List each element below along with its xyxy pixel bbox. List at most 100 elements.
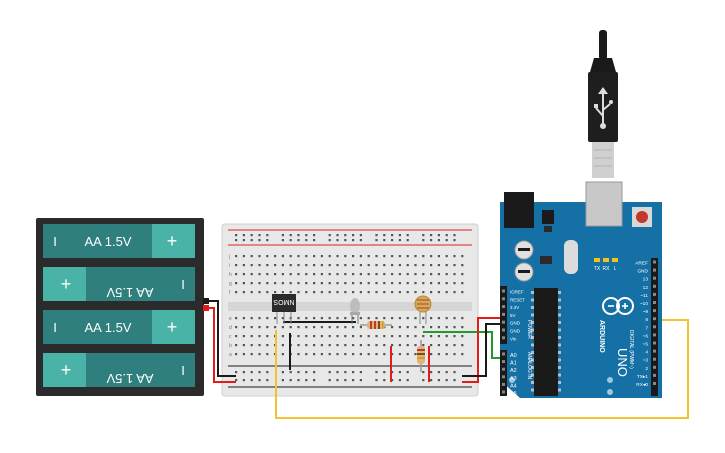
terminal-hole[interactable]: [266, 353, 269, 356]
battery-pack[interactable]: I AA 1.5V + + AA 1.5V I I AA 1.5V + + AA…: [36, 218, 209, 396]
terminal-hole[interactable]: [274, 326, 277, 329]
terminal-hole[interactable]: [461, 326, 464, 329]
terminal-hole[interactable]: [328, 335, 331, 338]
terminal-hole[interactable]: [453, 335, 456, 338]
rail-hole[interactable]: [235, 371, 238, 374]
terminal-hole[interactable]: [383, 282, 386, 285]
rail-hole[interactable]: [352, 371, 355, 374]
terminal-hole[interactable]: [406, 335, 409, 338]
rail-hole[interactable]: [406, 371, 409, 374]
rail-hole[interactable]: [391, 371, 394, 374]
terminal-hole[interactable]: [266, 344, 269, 347]
rail-hole[interactable]: [258, 379, 261, 382]
terminal-hole[interactable]: [461, 273, 464, 276]
rail-hole[interactable]: [398, 239, 401, 242]
terminal-hole[interactable]: [414, 273, 417, 276]
rail-hole[interactable]: [430, 371, 433, 374]
rail-hole[interactable]: [305, 371, 308, 374]
terminal-hole[interactable]: [336, 344, 339, 347]
terminal-hole[interactable]: [266, 335, 269, 338]
terminal-hole[interactable]: [398, 282, 401, 285]
terminal-hole[interactable]: [242, 255, 245, 258]
terminal-hole[interactable]: [445, 317, 448, 320]
terminal-hole[interactable]: [305, 273, 308, 276]
terminal-hole[interactable]: [383, 291, 386, 294]
battery-terminal-positive[interactable]: [203, 305, 209, 311]
terminal-hole[interactable]: [305, 317, 308, 320]
rail-hole[interactable]: [445, 379, 448, 382]
rail-hole[interactable]: [266, 379, 269, 382]
header-pin[interactable]: [502, 336, 505, 340]
terminal-hole[interactable]: [242, 317, 245, 320]
terminal-hole[interactable]: [359, 344, 362, 347]
rail-hole[interactable]: [383, 234, 386, 237]
rail-hole[interactable]: [297, 234, 300, 237]
terminal-hole[interactable]: [258, 353, 261, 356]
rail-hole[interactable]: [313, 371, 316, 374]
terminal-hole[interactable]: [453, 264, 456, 267]
terminal-hole[interactable]: [235, 264, 238, 267]
terminal-hole[interactable]: [281, 344, 284, 347]
terminal-hole[interactable]: [313, 353, 316, 356]
header-pin[interactable]: [653, 333, 656, 337]
terminal-hole[interactable]: [430, 273, 433, 276]
terminal-hole[interactable]: [313, 273, 316, 276]
terminal-hole[interactable]: [352, 326, 355, 329]
rail-hole[interactable]: [289, 234, 292, 237]
terminal-hole[interactable]: [352, 282, 355, 285]
rail-hole[interactable]: [313, 239, 316, 242]
terminal-hole[interactable]: [398, 264, 401, 267]
terminal-hole[interactable]: [235, 273, 238, 276]
rail-hole[interactable]: [266, 239, 269, 242]
terminal-hole[interactable]: [258, 264, 261, 267]
terminal-hole[interactable]: [406, 317, 409, 320]
rail-hole[interactable]: [242, 234, 245, 237]
rail-hole[interactable]: [258, 371, 261, 374]
header-pin[interactable]: [653, 301, 656, 304]
terminal-hole[interactable]: [391, 273, 394, 276]
terminal-hole[interactable]: [445, 264, 448, 267]
rail-hole[interactable]: [359, 371, 362, 374]
rail-hole[interactable]: [422, 234, 425, 237]
terminal-hole[interactable]: [414, 353, 417, 356]
rail-hole[interactable]: [336, 379, 339, 382]
terminal-hole[interactable]: [367, 255, 370, 258]
terminal-hole[interactable]: [398, 255, 401, 258]
terminal-hole[interactable]: [297, 317, 300, 320]
terminal-hole[interactable]: [406, 344, 409, 347]
header-pin[interactable]: [502, 375, 505, 379]
header-pin[interactable]: [502, 312, 505, 316]
terminal-hole[interactable]: [250, 335, 253, 338]
terminal-hole[interactable]: [359, 291, 362, 294]
rail-hole[interactable]: [344, 239, 347, 242]
terminal-hole[interactable]: [383, 335, 386, 338]
terminal-hole[interactable]: [274, 282, 277, 285]
terminal-hole[interactable]: [281, 255, 284, 258]
rail-hole[interactable]: [313, 379, 316, 382]
terminal-hole[interactable]: [320, 326, 323, 329]
terminal-hole[interactable]: [281, 335, 284, 338]
terminal-hole[interactable]: [266, 317, 269, 320]
terminal-hole[interactable]: [250, 291, 253, 294]
rail-hole[interactable]: [289, 379, 292, 382]
terminal-hole[interactable]: [305, 326, 308, 329]
terminal-hole[interactable]: [437, 317, 440, 320]
rail-hole[interactable]: [266, 371, 269, 374]
terminal-hole[interactable]: [336, 335, 339, 338]
rail-hole[interactable]: [297, 379, 300, 382]
terminal-hole[interactable]: [359, 335, 362, 338]
rail-hole[interactable]: [352, 234, 355, 237]
header-pin[interactable]: [653, 373, 656, 377]
terminal-hole[interactable]: [320, 273, 323, 276]
terminal-hole[interactable]: [266, 255, 269, 258]
rail-hole[interactable]: [289, 371, 292, 374]
terminal-hole[interactable]: [258, 273, 261, 276]
terminal-hole[interactable]: [383, 264, 386, 267]
terminal-hole[interactable]: [359, 353, 362, 356]
header-pin[interactable]: [502, 328, 505, 332]
terminal-hole[interactable]: [297, 353, 300, 356]
photoresistor[interactable]: [414, 295, 432, 324]
terminal-hole[interactable]: [375, 353, 378, 356]
rail-hole[interactable]: [250, 239, 253, 242]
